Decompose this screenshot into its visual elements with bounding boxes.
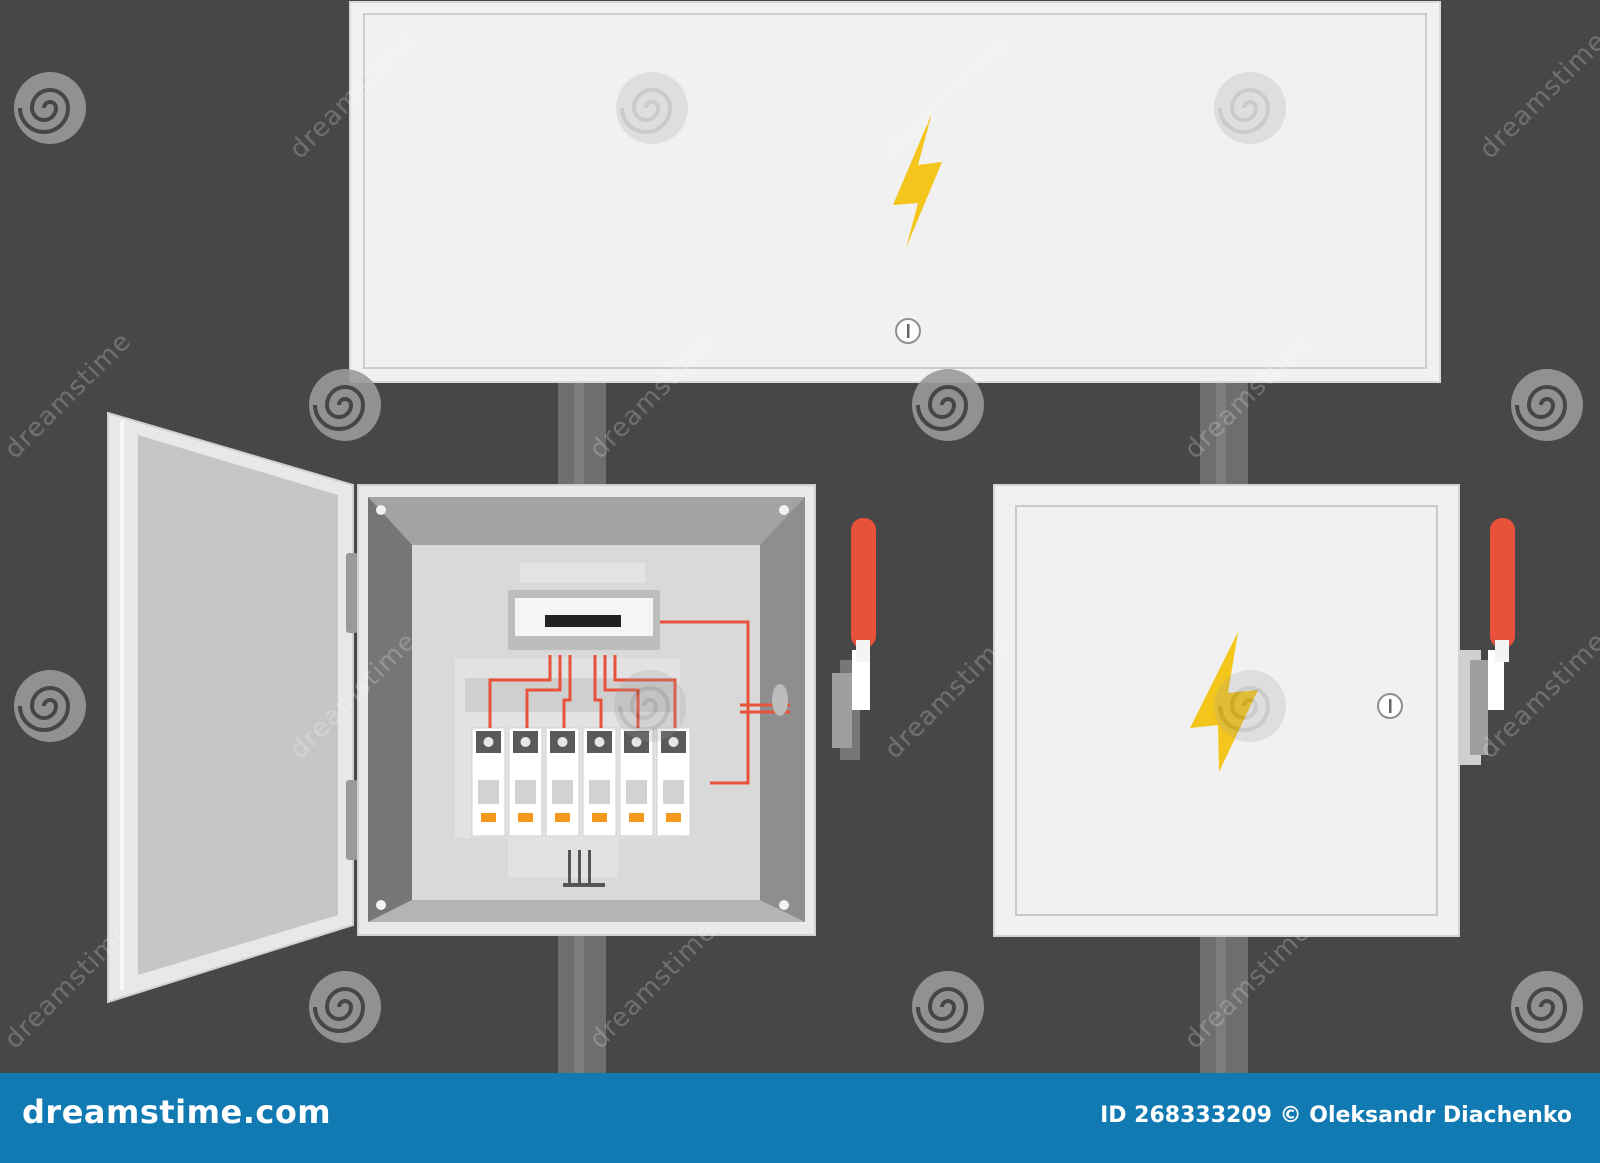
lightning-bolt-icon — [893, 113, 942, 248]
watermark-text: dreamstime — [1179, 916, 1318, 1055]
switch-handle-left — [772, 518, 876, 760]
illustration-scene: dreamstime dreamstime dreamstime dreamst… — [0, 1, 1600, 1073]
circuit-breaker — [545, 727, 580, 837]
electric-meter — [508, 563, 660, 650]
watermark-text: dreamstime — [1474, 26, 1600, 165]
circuit-breaker — [471, 727, 506, 837]
breaker-row — [471, 727, 691, 837]
footer-brand[interactable]: dreamstime.com — [22, 1093, 332, 1131]
circuit-breaker — [508, 727, 543, 837]
circuit-breaker — [619, 727, 654, 837]
switch-handle-right — [1459, 518, 1515, 765]
meter-display — [545, 615, 621, 627]
footer-bar: dreamstime.com ID 268333209 © Oleksandr … — [0, 1073, 1600, 1163]
top-sign-panel — [349, 1, 1441, 383]
circuit-breaker — [582, 727, 617, 837]
circuit-breaker — [656, 727, 691, 837]
footer-credit: ID 268333209 © Oleksandr Diachenko — [1100, 1103, 1572, 1128]
wiring — [488, 620, 790, 785]
lock-keyhole-icon — [895, 318, 921, 344]
lock-keyhole-icon — [1377, 693, 1403, 719]
open-box-door — [107, 411, 358, 1004]
